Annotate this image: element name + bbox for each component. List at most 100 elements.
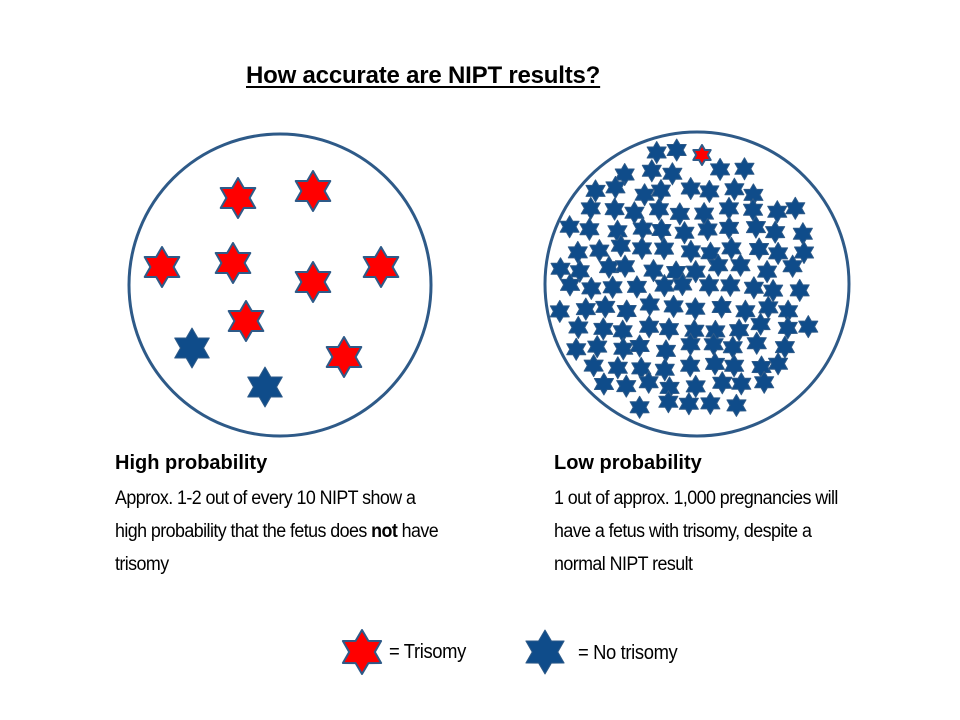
blue-star-icon — [602, 275, 623, 299]
description-line: have — [397, 521, 439, 542]
low-probability-circle — [543, 130, 851, 438]
legend-no-trisomy-label: = No trisomy — [578, 642, 678, 664]
blue-star-icon — [710, 157, 731, 181]
blue-star-icon — [743, 276, 764, 300]
blue-star-icon — [680, 354, 701, 378]
blue-star-icon — [615, 254, 635, 278]
blue-star-icon — [655, 339, 676, 363]
blue-star-icon — [726, 393, 747, 417]
blue-star-icon — [685, 374, 706, 398]
blue-star-icon — [680, 239, 701, 263]
blue-star-icon — [743, 198, 764, 222]
blue-star-icon — [777, 316, 798, 340]
blue-star-icon — [616, 299, 637, 323]
blue-star-icon — [719, 216, 740, 240]
blue-star-icon — [666, 138, 687, 162]
blue-star-icon — [724, 354, 745, 378]
blue-star-icon — [638, 370, 659, 394]
red-star-icon — [325, 336, 363, 378]
blue-star-icon — [669, 202, 690, 226]
blue-star-icon — [616, 374, 637, 398]
blue-star-icon — [672, 273, 693, 296]
description-line: have a fetus with trisomy, despite a — [554, 521, 812, 542]
legend-icons — [341, 629, 565, 675]
blue-star-icon — [610, 234, 631, 258]
blue-star-icon — [583, 354, 604, 378]
high-probability-circle — [127, 132, 433, 438]
blue-star-icon — [749, 237, 770, 261]
blue-star-icon — [798, 315, 819, 339]
blue-star-icon — [768, 241, 789, 265]
description-line: high probability that the fetus does — [115, 521, 372, 542]
high-probability-heading: High probability — [115, 452, 268, 474]
blue-star-icon — [567, 240, 588, 264]
high-probability-description: Approx. 1-2 out of every 10 NIPT show a … — [115, 482, 439, 581]
blue-star-icon — [641, 159, 662, 183]
blue-star-icon — [746, 331, 767, 355]
blue-star-icon — [595, 295, 616, 319]
legend-trisomy-label: = Trisomy — [389, 641, 466, 663]
legend-red-star-icon — [341, 629, 383, 675]
blue-star-icon — [662, 162, 683, 186]
blue-star-icon — [550, 257, 571, 281]
blue-star-icon — [789, 278, 810, 302]
blue-star-icon — [626, 275, 647, 299]
blue-star-icon — [631, 236, 652, 260]
red-star-icon — [227, 300, 265, 342]
blue-star-icon — [712, 371, 733, 395]
blue-star-icon — [580, 196, 601, 220]
blue-star-icon — [729, 318, 750, 342]
red-star-icon — [219, 177, 257, 219]
blue-star-icon — [593, 372, 614, 396]
blue-star-icon — [593, 317, 614, 341]
blue-star-icon — [721, 236, 742, 260]
red-star-icon — [692, 144, 712, 166]
blue-star-icon — [699, 273, 720, 297]
blue-star-icon — [785, 196, 806, 220]
blue-star-icon — [735, 299, 756, 323]
blue-star-icon — [174, 327, 210, 369]
blue-star-icon — [711, 295, 732, 319]
blue-star-icon — [605, 175, 626, 199]
blue-star-icon — [629, 395, 650, 419]
blue-star-icon — [247, 366, 283, 408]
blue-star-icon — [607, 219, 628, 243]
blue-star-icon — [607, 356, 628, 380]
blue-star-icon — [585, 179, 606, 203]
blue-star-icon — [639, 315, 660, 339]
blue-star-icon — [768, 352, 789, 376]
description-line: normal NIPT result — [554, 554, 693, 575]
blue-star-icon — [699, 179, 720, 203]
blue-star-icon — [700, 391, 721, 415]
page-title: How accurate are NIPT results? — [246, 62, 601, 89]
blue-star-icon — [651, 179, 671, 203]
blue-star-icon — [649, 197, 669, 221]
blue-star-icon — [654, 358, 675, 382]
blue-star-icon — [685, 260, 706, 284]
blue-star-icon — [731, 372, 752, 396]
blue-star-icon — [694, 202, 715, 226]
blue-star-icon — [718, 196, 739, 220]
low-probability-stars — [549, 138, 819, 419]
blue-star-icon — [560, 273, 581, 297]
blue-star-icon — [674, 221, 695, 245]
blue-star-icon — [751, 355, 772, 379]
blue-star-icon — [745, 215, 766, 239]
blue-star-icon — [575, 297, 596, 321]
low-probability-description: 1 out of approx. 1,000 pregnancies will … — [554, 482, 838, 581]
blue-star-icon — [604, 197, 625, 221]
blue-star-icon — [730, 253, 751, 277]
blue-star-icon — [720, 273, 741, 297]
legend-blue-star-icon — [525, 629, 565, 675]
blue-star-icon — [765, 220, 786, 244]
blue-star-icon — [750, 312, 771, 336]
blue-star-icon — [678, 392, 699, 416]
blue-star-icon — [639, 293, 660, 316]
blue-star-icon — [659, 317, 679, 341]
blue-star-icon — [697, 218, 718, 241]
description-line: Approx. 1-2 out of every 10 NIPT show a — [115, 488, 416, 509]
blue-star-icon — [792, 222, 813, 246]
high-probability-stars — [143, 170, 400, 408]
blue-star-icon — [579, 217, 600, 241]
